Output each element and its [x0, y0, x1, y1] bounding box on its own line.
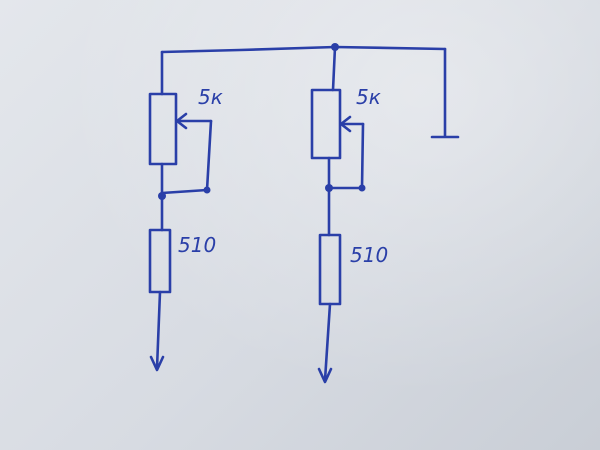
top-rail-wire — [160, 45, 447, 54]
right-output-wire — [323, 302, 332, 382]
left-potentiometer-label: 5к — [198, 85, 223, 109]
right-wiper-arrowhead — [339, 115, 352, 133]
right-potentiometer-body — [310, 88, 342, 160]
left-resistor-body — [148, 228, 172, 294]
right-mid-junction — [325, 184, 333, 192]
right-wiper-end-junction — [358, 184, 366, 192]
right-potentiometer-label: 5к — [356, 85, 381, 109]
right-output-arrowhead — [317, 367, 333, 384]
right-resistor-label: 510 — [350, 243, 388, 267]
left-output-wire — [155, 290, 162, 370]
left-potentiometer-body — [148, 92, 178, 166]
left-wiper-end-junction — [203, 186, 211, 194]
left-wiper-loop-wire — [160, 119, 213, 195]
left-wiper-arrowhead — [175, 112, 188, 130]
left-resistor-label: 510 — [178, 233, 216, 257]
right-resistor-body — [318, 233, 342, 306]
left-mid-junction — [158, 192, 166, 200]
left-output-arrowhead — [149, 355, 165, 372]
right-wiper-loop-wire — [327, 122, 365, 190]
right-top-wire — [331, 45, 337, 92]
